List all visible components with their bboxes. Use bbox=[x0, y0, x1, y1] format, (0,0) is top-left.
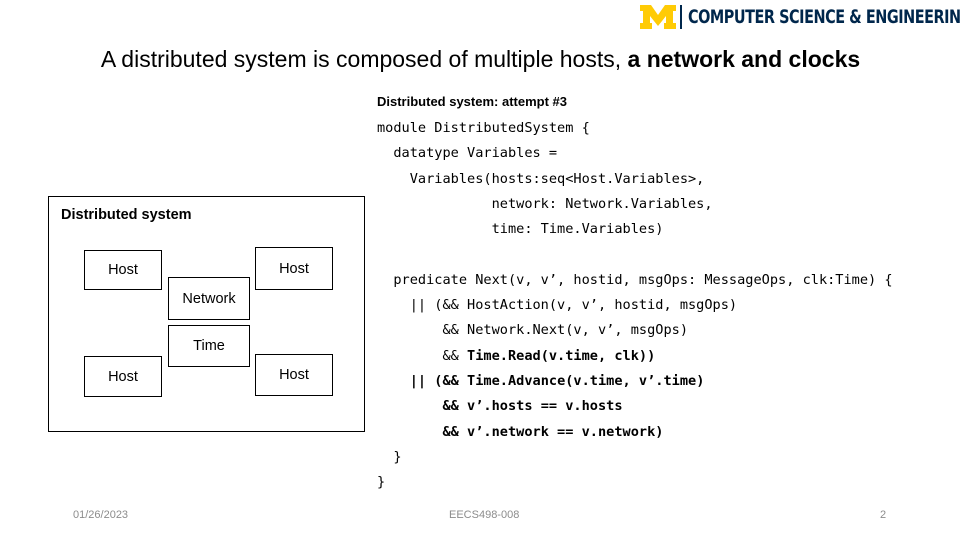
code-text-bold: && v’.network == v.network) bbox=[442, 423, 664, 440]
time-label: Time bbox=[193, 338, 225, 354]
footer-page-number: 2 bbox=[880, 509, 887, 521]
distributed-system-box bbox=[48, 196, 365, 432]
code-block: module DistributedSystem { datatype Vari… bbox=[377, 116, 893, 495]
host-label: Host bbox=[108, 368, 138, 385]
code-line: || (&& HostAction(v, v’, hostid, msgOps) bbox=[377, 293, 893, 318]
code-line: && Network.Next(v, v’, msgOps) bbox=[377, 318, 893, 343]
code-line: } bbox=[377, 470, 893, 495]
host-box-top-right: Host bbox=[255, 247, 333, 290]
code-text: && bbox=[377, 347, 468, 364]
code-text: time: Time.Variables) bbox=[377, 221, 664, 238]
code-line: network: Network.Variables, bbox=[377, 192, 893, 217]
code-line bbox=[377, 242, 893, 267]
code-text: module DistributedSystem { bbox=[377, 120, 590, 136]
network-label: Network bbox=[182, 290, 236, 307]
code-text bbox=[377, 398, 442, 414]
code-text-bold: || (&& Time.Advance(v.time, v’.time) bbox=[409, 372, 705, 389]
host-label: Host bbox=[279, 260, 309, 277]
code-line: datatype Variables = bbox=[377, 141, 893, 166]
code-line: || (&& Time.Advance(v.time, v’.time) bbox=[377, 369, 893, 394]
code-text: && Network.Next(v, v’, msgOps) bbox=[377, 322, 688, 339]
code-line: module DistributedSystem { bbox=[377, 116, 893, 141]
host-box-bottom-left: Host bbox=[84, 356, 162, 397]
code-text-bold: Time.Read(v.time, clk)) bbox=[467, 347, 656, 364]
code-text: predicate Next(v, v’, hostid, msgOps: Me… bbox=[377, 271, 893, 288]
code-text: || (&& HostAction(v, v’, hostid, msgOps) bbox=[377, 297, 738, 314]
code-line: } bbox=[377, 445, 893, 470]
code-text: Variables(hosts:seq<Host.Variables>, bbox=[377, 170, 705, 187]
code-line: time: Time.Variables) bbox=[377, 217, 893, 242]
host-box-top-left: Host bbox=[84, 250, 162, 290]
network-box: Network bbox=[168, 277, 250, 320]
attempt-label: Distributed system: attempt #3 bbox=[377, 94, 567, 109]
host-label: Host bbox=[279, 367, 309, 383]
slide-title-normal: A distributed system is composed of mult… bbox=[100, 46, 628, 72]
host-label: Host bbox=[108, 262, 138, 278]
distributed-system-label: Distributed system bbox=[61, 207, 192, 223]
code-line: Variables(hosts:seq<Host.Variables>, bbox=[377, 167, 893, 192]
slide-title: A distributed system is composed of mult… bbox=[0, 46, 961, 73]
host-box-bottom-right: Host bbox=[255, 354, 333, 396]
code-text bbox=[377, 424, 442, 440]
code-line: && v’.hosts == v.hosts bbox=[377, 394, 893, 419]
umich-cse-logo: COMPUTER SCIENCE & ENGINEERING bbox=[640, 4, 961, 30]
footer-course: EECS498-008 bbox=[449, 509, 520, 521]
block-m-icon bbox=[640, 5, 676, 29]
code-text-bold: && v’.hosts == v.hosts bbox=[442, 398, 623, 415]
slide-title-bold: a network and clocks bbox=[627, 46, 861, 72]
code-line: && v’.network == v.network) bbox=[377, 420, 893, 445]
code-text: } bbox=[377, 474, 386, 491]
time-box: Time bbox=[168, 325, 250, 367]
footer-date: 01/26/2023 bbox=[73, 509, 129, 521]
code-line: predicate Next(v, v’, hostid, msgOps: Me… bbox=[377, 268, 893, 293]
code-text: network: Network.Variables, bbox=[377, 195, 713, 212]
code-line: && Time.Read(v.time, clk)) bbox=[377, 344, 893, 369]
code-text: datatype Variables = bbox=[377, 145, 558, 162]
logo-text: COMPUTER SCIENCE & ENGINEERING bbox=[688, 6, 961, 28]
code-text bbox=[377, 373, 410, 389]
logo-divider bbox=[680, 5, 682, 29]
code-text: } bbox=[377, 448, 402, 465]
